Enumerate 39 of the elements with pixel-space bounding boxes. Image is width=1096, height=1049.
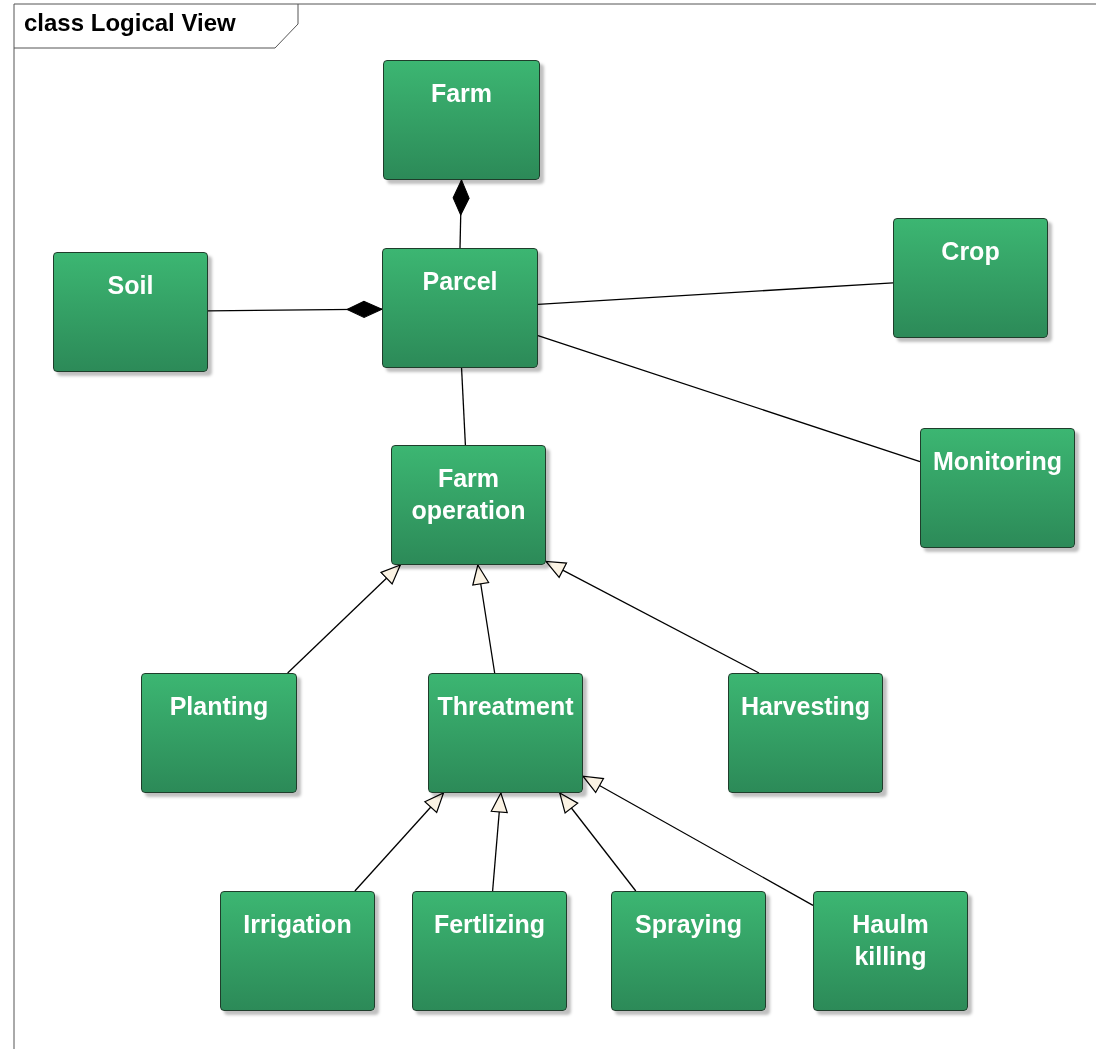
class-box: [141, 673, 297, 793]
class-name: Threatment: [437, 691, 574, 722]
class-box: [813, 891, 968, 1011]
diagram-title: class Logical View: [24, 9, 236, 37]
class-box: [428, 673, 583, 793]
generalization-arrow: [472, 564, 496, 674]
composition-line: [207, 300, 383, 318]
class-name: Fertlizing: [433, 909, 546, 940]
generalization-arrow: [559, 792, 637, 892]
class-name: Soil: [107, 270, 154, 301]
class-box: [220, 891, 375, 1011]
generalization-arrow: [545, 560, 760, 674]
class-name: Haulm killing: [851, 909, 930, 972]
generalization-arrow: [287, 564, 401, 674]
composition-line: [452, 179, 470, 249]
association-line: [537, 282, 894, 306]
class-name: Planting: [169, 691, 269, 722]
association-line: [537, 334, 921, 463]
class-name: Parcel: [422, 266, 498, 297]
class-box: [391, 445, 546, 565]
class-name: Farm: [430, 78, 493, 109]
class-box: [383, 60, 540, 180]
class-box: [893, 218, 1048, 338]
class-name: Spraying: [635, 909, 742, 940]
class-box: [920, 428, 1075, 548]
class-name: Monitoring: [932, 446, 1063, 477]
class-name: Irrigation: [243, 909, 352, 940]
class-box: [728, 673, 883, 793]
class-box: [382, 248, 538, 368]
class-box: [611, 891, 766, 1011]
generalization-arrow: [354, 792, 445, 892]
class-box: [412, 891, 567, 1011]
association-line: [460, 367, 467, 446]
class-box: [53, 252, 208, 372]
class-name: Harvesting: [740, 691, 871, 722]
generalization-arrow: [582, 775, 814, 907]
class-name: Crop: [941, 236, 1000, 267]
generalization-arrow: [490, 792, 508, 892]
class-name: Farm operation: [410, 463, 527, 526]
